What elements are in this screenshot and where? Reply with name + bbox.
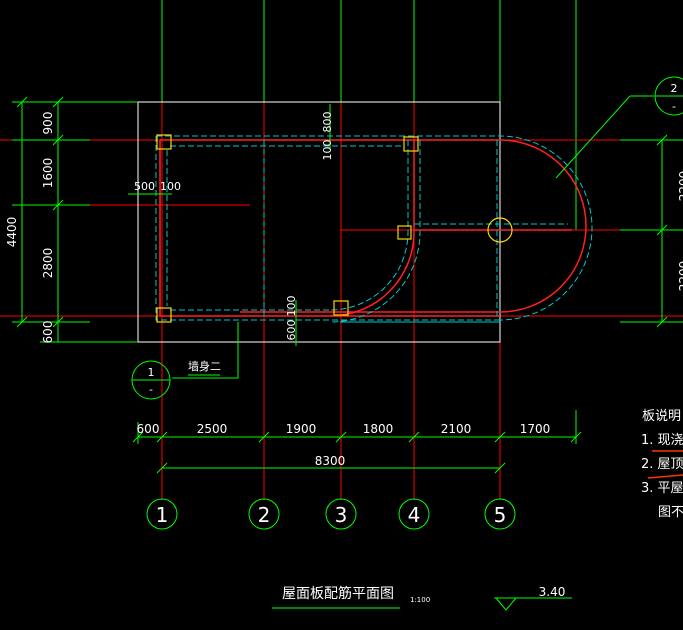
axis-label: 1 bbox=[156, 503, 169, 527]
column bbox=[333, 300, 349, 316]
bottom-dimension bbox=[132, 410, 582, 474]
slab-outline bbox=[137, 101, 501, 343]
detail-ref-leader bbox=[172, 322, 239, 379]
local-dim: 500 bbox=[134, 180, 155, 193]
bottom-dim-total: 8300 bbox=[315, 454, 346, 468]
axis-bubble-5: 5 bbox=[484, 498, 516, 530]
detail-ref-sheet: - bbox=[672, 100, 676, 113]
detail-ref-1: 1 - 墙身二 bbox=[131, 322, 239, 400]
axis-label: 5 bbox=[494, 503, 507, 527]
right-dimension bbox=[620, 134, 683, 328]
axis-bubble-2: 2 bbox=[248, 498, 280, 530]
right-dim-span: 2200 bbox=[677, 261, 683, 292]
local-dim: 100 bbox=[285, 296, 298, 317]
notes-item: 1. 现浇板 bbox=[641, 433, 683, 448]
notes-item: 3. 平屋面 bbox=[641, 481, 683, 496]
drawing-scale: 1:100 bbox=[410, 596, 430, 604]
column bbox=[397, 225, 412, 240]
local-dim: 800 bbox=[321, 112, 334, 133]
axis-label: 4 bbox=[408, 503, 421, 527]
rebar-bottom-outer bbox=[159, 139, 587, 317]
column bbox=[156, 134, 172, 150]
left-dim-span: 600 bbox=[41, 321, 55, 344]
detail-ref-2: 2 - bbox=[555, 76, 683, 179]
opening-circle bbox=[487, 217, 513, 243]
left-dim-span: 2800 bbox=[41, 248, 55, 279]
bottom-dim-span: 600 bbox=[137, 422, 160, 436]
left-dimension bbox=[12, 96, 138, 343]
detail-ref-leader bbox=[555, 95, 631, 179]
left-dim-span: 900 bbox=[41, 112, 55, 135]
axis-bubble-3: 3 bbox=[325, 498, 357, 530]
wall-label: 墙身二 bbox=[188, 359, 221, 373]
notes-item: 图不得 bbox=[658, 504, 683, 520]
axis-label: 3 bbox=[335, 503, 348, 527]
bottom-dim-span: 1700 bbox=[520, 422, 551, 436]
local-dim: 100 bbox=[160, 180, 181, 193]
rebar-top-outer bbox=[155, 135, 593, 321]
notes-item: 2. 屋顶板 bbox=[641, 457, 683, 472]
local-dim: 600 bbox=[285, 320, 298, 341]
notes-title: 板说明 bbox=[642, 409, 681, 424]
detail-ref-sheet: - bbox=[149, 383, 153, 396]
bottom-dim-span: 1900 bbox=[286, 422, 317, 436]
local-dim: 100 bbox=[321, 140, 334, 161]
drawing-title: 屋面板配筋平面图 bbox=[282, 585, 394, 602]
column bbox=[156, 307, 172, 323]
bottom-dim-span: 2500 bbox=[197, 422, 228, 436]
axis-bubble-4: 4 bbox=[398, 498, 430, 530]
detail-ref-number: 1 bbox=[148, 366, 155, 379]
left-dim-span: 1600 bbox=[41, 158, 55, 189]
elevation-mark: 3.40 bbox=[494, 585, 572, 611]
axis-label: 2 bbox=[258, 503, 271, 527]
axis-bubbles: 1 2 3 4 5 bbox=[146, 498, 516, 530]
notes-highlight bbox=[647, 474, 683, 479]
axis-bubble-1: 1 bbox=[146, 498, 178, 530]
notes: 板说明 1. 现浇板 2. 屋顶板 3. 平屋面 图不得 bbox=[641, 409, 683, 520]
columns bbox=[156, 134, 419, 323]
detail-ref-number: 2 bbox=[671, 82, 678, 95]
rebar-inner-curve-top bbox=[329, 140, 409, 311]
bottom-dim-span: 1800 bbox=[363, 422, 394, 436]
elevation-value: 3.40 bbox=[539, 585, 566, 599]
right-dim-span: 2200 bbox=[677, 171, 683, 202]
column bbox=[403, 136, 419, 152]
bottom-dim-span: 2100 bbox=[441, 422, 472, 436]
rebar-inner-curve-b bbox=[329, 140, 421, 323]
left-dim-total: 4400 bbox=[5, 217, 19, 248]
local-dimensions bbox=[128, 104, 331, 346]
